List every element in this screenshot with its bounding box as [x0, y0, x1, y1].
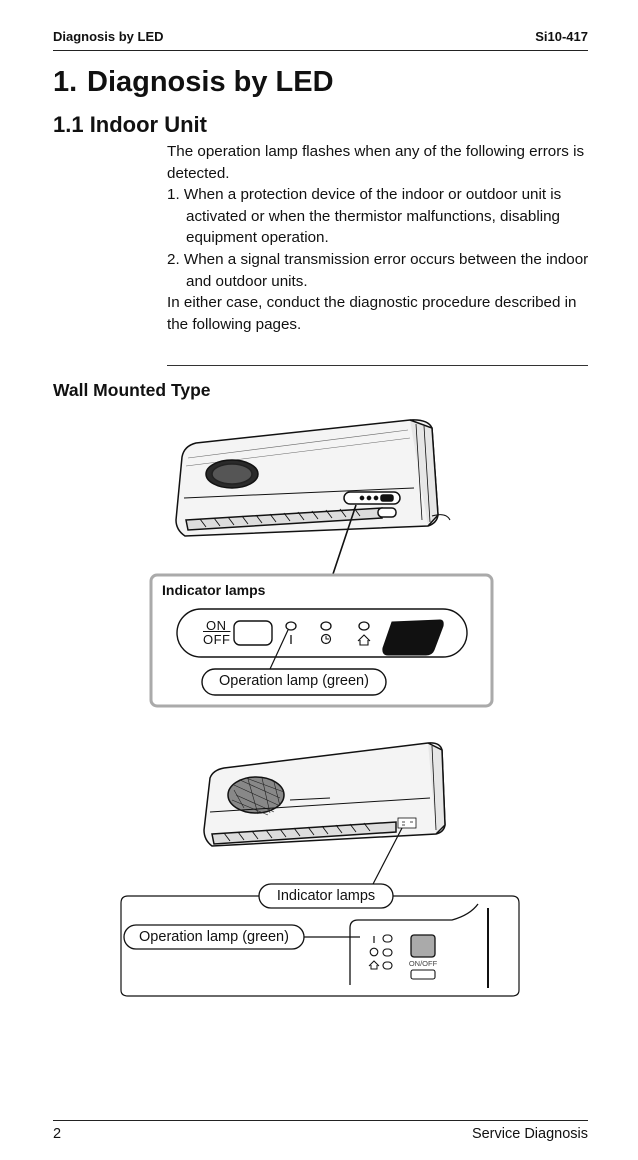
running-footer: 2 Service Diagnosis — [53, 1120, 588, 1142]
closing-paragraph: In either case, conduct the diagnostic p… — [167, 294, 577, 333]
intro-paragraph: The operation lamp flashes when any of t… — [167, 143, 585, 182]
off-label: OFF — [203, 632, 231, 647]
body-text: The operation lamp flashes when any of t… — [167, 141, 591, 335]
list-item: 1. When a protection device of the indoo… — [167, 186, 562, 247]
indoor-unit-illustration-2 — [203, 742, 446, 887]
section-heading: 1. Diagnosis by LED — [53, 66, 334, 99]
onoff-button-label: ON/OFF — [408, 959, 438, 968]
header-right: Si10-417 — [535, 29, 588, 44]
indoor-unit-illustration-1 — [175, 419, 451, 575]
running-header: Diagnosis by LED Si10-417 — [53, 28, 588, 51]
operation-lamp-label-2: Operation lamp (green) — [139, 929, 289, 945]
section-title: Diagnosis by LED — [87, 66, 334, 98]
on-label: ON — [206, 618, 227, 633]
section-number: 1. — [53, 66, 78, 98]
footer-title: Service Diagnosis — [471, 1126, 588, 1142]
indicator-lamps-label: Indicator lamps — [276, 888, 376, 904]
list-item: 2. When a signal transmission error occu… — [167, 250, 589, 290]
subsection-heading: 1.1 Indoor Unit — [53, 112, 207, 137]
indicator-lamps-title: Indicator lamps — [162, 582, 266, 598]
divider — [167, 365, 588, 366]
header-left: Diagnosis by LED — [53, 29, 164, 44]
operation-lamp-label: Operation lamp (green) — [219, 673, 369, 689]
page-number: 2 — [53, 1126, 62, 1142]
wall-mounted-heading: Wall Mounted Type — [53, 380, 211, 400]
